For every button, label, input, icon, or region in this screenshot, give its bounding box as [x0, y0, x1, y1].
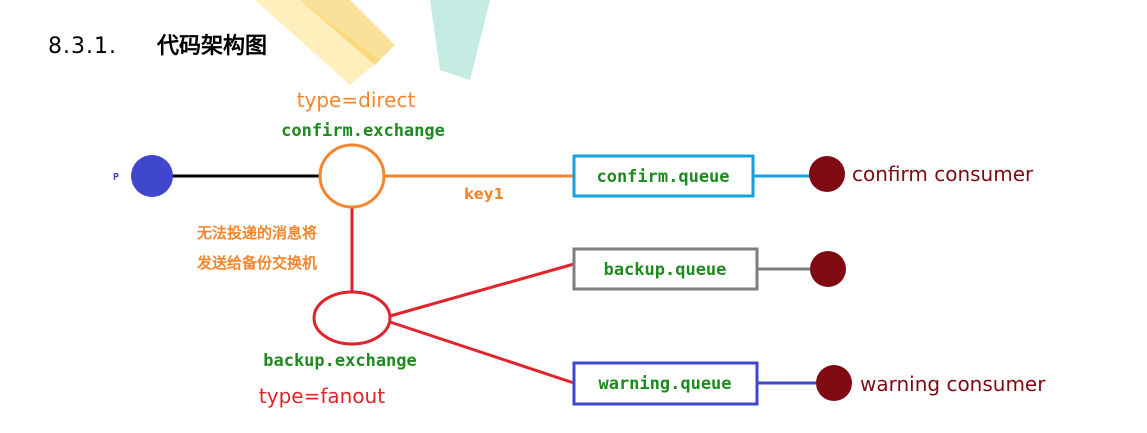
confirm-exchange-node — [318, 143, 386, 209]
warning-consumer-node — [816, 365, 852, 401]
confirm-exchange-type: type=direct — [297, 88, 416, 112]
section-number: 8.3.1. — [48, 34, 117, 59]
backup-exchange-node — [312, 290, 392, 346]
backup-exchange-name: backup.exchange — [263, 351, 417, 371]
note-line-2: 发送给备份交换机 — [196, 254, 317, 272]
backup-exchange-type: type=fanout — [259, 384, 385, 408]
fanout-to-warning-queue-line — [389, 320, 575, 385]
confirm-exchange-name: confirm.exchange — [281, 121, 445, 141]
producer-label: P — [113, 172, 119, 183]
confirm-consumer-label: confirm consumer — [852, 162, 1034, 186]
note-line-1: 无法投递的消息将 — [196, 224, 317, 242]
warning-queue-label: warning.queue — [598, 374, 731, 394]
producer-node — [131, 155, 173, 197]
warning-queue-box — [572, 361, 759, 406]
confirm-queue-box — [572, 154, 755, 198]
fanout-to-backup-queue-line — [389, 262, 575, 318]
warning-consumer-label: warning consumer — [860, 372, 1046, 396]
backup-queue-label: backup.queue — [604, 260, 727, 280]
section-heading: 8.3.1. 代码架构图 — [48, 28, 267, 60]
section-title: 代码架构图 — [156, 34, 267, 59]
backup-consumer-node — [810, 251, 846, 287]
routing-key-label: key1 — [464, 185, 504, 203]
confirm-queue-label: confirm.queue — [596, 167, 729, 187]
confirm-consumer-node — [809, 156, 845, 192]
backup-queue-box — [572, 247, 759, 291]
